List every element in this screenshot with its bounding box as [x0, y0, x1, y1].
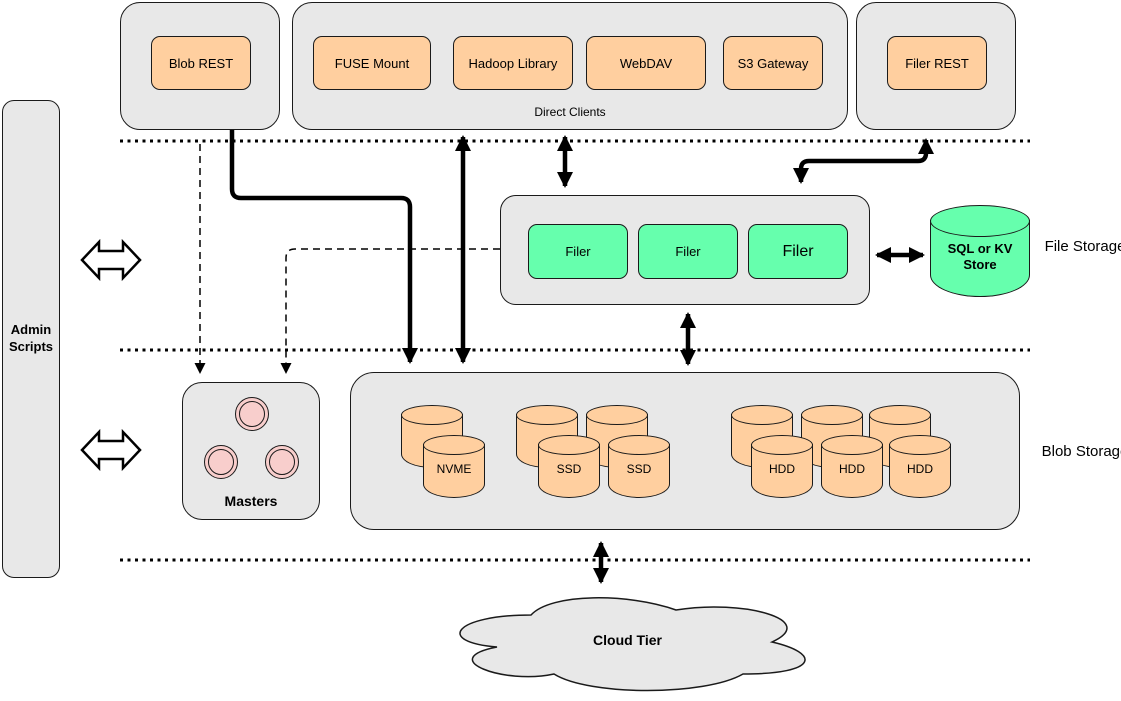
master-node-icon	[235, 397, 269, 431]
sql-kv-store-label: SQL or KV Store	[947, 241, 1013, 273]
blob-rest-group: Blob REST	[120, 2, 280, 130]
filer-box: Filer	[638, 224, 738, 279]
storage-cylinder-ssd: SSD	[608, 435, 670, 498]
client-box-fuse-mount: FUSE Mount	[313, 36, 431, 90]
masters-label: Masters	[224, 493, 278, 509]
client-box-s3-gateway: S3 Gateway	[723, 36, 823, 90]
admin-file-storage-arrow-icon	[80, 238, 142, 282]
filer-rest-group: Filer REST	[856, 2, 1016, 130]
sql-kv-store-cylinder: SQL or KV Store	[930, 205, 1030, 297]
connector-filer-to-masters	[280, 248, 500, 374]
cloud-tier-label: Cloud Tier	[593, 632, 662, 648]
storage-cylinder-hdd: HDD	[889, 435, 951, 498]
cylinder-label: NVME	[436, 462, 472, 476]
client-box-hadoop-library: Hadoop Library	[453, 36, 573, 90]
cylinder-label: SSD	[556, 462, 582, 476]
cylinder-label: HDD	[839, 462, 865, 476]
filer-cluster: Filer Filer Filer	[500, 195, 870, 305]
blob-rest-box: Blob REST	[151, 36, 251, 90]
direct-clients-caption: Direct Clients	[534, 105, 606, 119]
master-node-icon	[204, 445, 238, 479]
filer-rest-box: Filer REST	[887, 36, 987, 90]
admin-blob-storage-arrow-icon	[80, 428, 142, 472]
storage-cylinder-hdd: HDD	[821, 435, 883, 498]
volume-servers-box: NVME SSD SSD HDD HDD HDD	[350, 372, 1020, 530]
cylinder-label: HDD	[907, 462, 933, 476]
cylinder-label: HDD	[769, 462, 795, 476]
connector-filer-rest-to-filer-cluster	[793, 138, 934, 184]
filer-box: Filer	[748, 224, 848, 279]
file-storage-label: File Storage	[1044, 238, 1121, 255]
storage-cylinder-hdd: HDD	[751, 435, 813, 498]
admin-scripts-panel: Admin Scripts	[2, 100, 60, 578]
cloud-tier-shape	[459, 597, 806, 692]
blob-storage-label: Blob Storage	[1041, 443, 1121, 460]
masters-box: Masters	[182, 382, 320, 520]
connector-blob-rest-to-volume-servers	[229, 130, 418, 364]
master-node-icon	[265, 445, 299, 479]
admin-scripts-label: Admin Scripts	[8, 322, 54, 354]
storage-cylinder-ssd: SSD	[538, 435, 600, 498]
client-box-webdav: WebDAV	[586, 36, 706, 90]
cylinder-label: SSD	[626, 462, 652, 476]
storage-cylinder-nvme: NVME	[423, 435, 485, 498]
direct-clients-group: FUSE Mount Hadoop Library WebDAV S3 Gate…	[292, 2, 848, 130]
filer-box: Filer	[528, 224, 628, 279]
